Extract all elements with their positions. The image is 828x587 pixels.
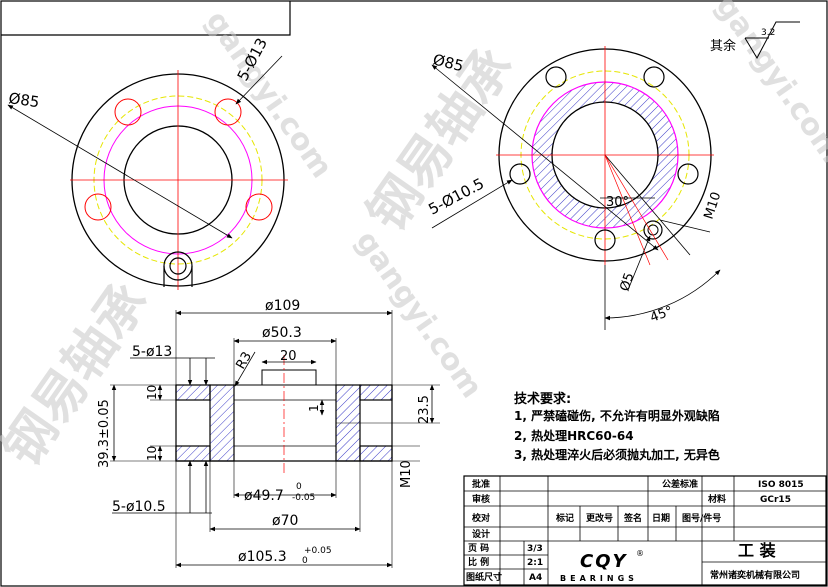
svg-text:材料: 材料 [707, 493, 726, 505]
dim-d105_3-lower: 0 [302, 556, 308, 566]
size-value: A4 [529, 573, 542, 583]
page-value: 3/3 [527, 544, 543, 554]
dim-m10: M10 [399, 460, 414, 488]
svg-text:3.2: 3.2 [761, 28, 775, 38]
tolerance-std-value: ISO 8015 [758, 480, 804, 490]
svg-text:日期: 日期 [652, 512, 670, 524]
right-m10-label: M10 [702, 190, 725, 221]
right-dia5-label: Ø5 [618, 271, 638, 293]
technical-requirements: 技术要求: 1, 严禁磕碰伤, 不允许有明显外观缺陷 2, 热处理HRC60-6… [514, 391, 720, 462]
dim-d70: ø70 [272, 513, 298, 529]
svg-text:公差标准: 公差标准 [662, 478, 698, 490]
dim-h10-bottom: 10 [145, 446, 159, 461]
left-dia85-label: Ø85 [7, 89, 40, 111]
roughness-symbol: 其余 3.2 [710, 21, 800, 60]
svg-text:gangyi.com: gangyi.com [348, 225, 489, 405]
requirement-2: 2, 热处理HRC60-64 [514, 428, 634, 443]
cqy-logo: CQY [580, 551, 628, 572]
dim-d49_7-lower: -0.05 [292, 493, 315, 503]
dim-d105_3: ø105.3 [238, 549, 287, 565]
requirements-title: 技术要求: [514, 391, 571, 407]
watermark: gangyi.com 钢易轴承 gangyi.com 钢易轴承 gangyi.c… [0, 0, 828, 477]
dim-h10-top: 10 [145, 385, 159, 400]
dim-d109: ø109 [265, 298, 300, 314]
dim-h39: 39.3±0.05 [97, 399, 112, 468]
svg-text:标记: 标记 [555, 512, 574, 524]
registered-mark: ® [636, 549, 644, 558]
top-left-box [1, 1, 291, 36]
dim-d105_3-upper: +0.05 [304, 546, 332, 556]
requirement-3: 3, 热处理淬火后必须抛丸加工, 无异色 [514, 447, 720, 462]
section-view: ø109 ø50.3 20 R3 5-ø13 39.3±0.05 10 10 2… [97, 298, 440, 568]
title-block [463, 475, 827, 586]
svg-text:设计: 设计 [472, 528, 490, 540]
dim-d49_7: ø49.7 [244, 488, 284, 504]
dim-r3: R3 [233, 350, 255, 372]
bearings-logo-text: BEARINGS [560, 574, 638, 583]
svg-text:图号/件号: 图号/件号 [682, 512, 721, 524]
svg-text:钢易轴承: 钢易轴承 [0, 273, 160, 478]
angle-45-label: 45° [648, 304, 675, 326]
svg-text:页 码: 页 码 [468, 543, 489, 554]
svg-text:批准: 批准 [472, 478, 490, 490]
dim-d49_7-upper: 0 [296, 482, 302, 492]
title-block-text: 批准 审核 校对 设计 公差标准 ISO 8015 材料 GCr15 标记 更改… [466, 478, 804, 583]
right-dia85-label: Ø85 [431, 50, 465, 75]
company-name: 常州诸奕机械有限公司 [710, 569, 800, 581]
dim-w20: 20 [280, 349, 297, 364]
svg-text:gangyi.com: gangyi.com [198, 5, 339, 185]
svg-text:更改号: 更改号 [586, 512, 613, 524]
svg-text:签名: 签名 [623, 512, 642, 524]
svg-text:比 例: 比 例 [468, 556, 489, 568]
requirement-1: 1, 严禁磕碰伤, 不允许有明显外观缺陷 [514, 408, 720, 423]
angle-30-label: 30° [606, 195, 629, 210]
dim-d50_3: ø50.3 [262, 325, 302, 341]
dim-holes-bottom: 5-ø10.5 [112, 499, 166, 515]
scale-value: 2:1 [527, 558, 543, 568]
dim-h23_5: 23.5 [417, 395, 432, 424]
svg-text:图纸尺寸: 图纸尺寸 [466, 571, 502, 583]
dim-holes-top: 5-ø13 [132, 344, 172, 360]
document-title: 工 装 [738, 541, 776, 560]
svg-text:其余: 其余 [710, 38, 736, 54]
svg-text:审核: 审核 [472, 493, 490, 505]
svg-text:gangyi.com: gangyi.com [708, 0, 828, 170]
material-value: GCr15 [760, 495, 791, 505]
svg-text:校对: 校对 [472, 512, 490, 524]
left-plan-view: Ø85 5-Ø13 [7, 35, 288, 290]
dim-h1: 1 [307, 404, 321, 412]
